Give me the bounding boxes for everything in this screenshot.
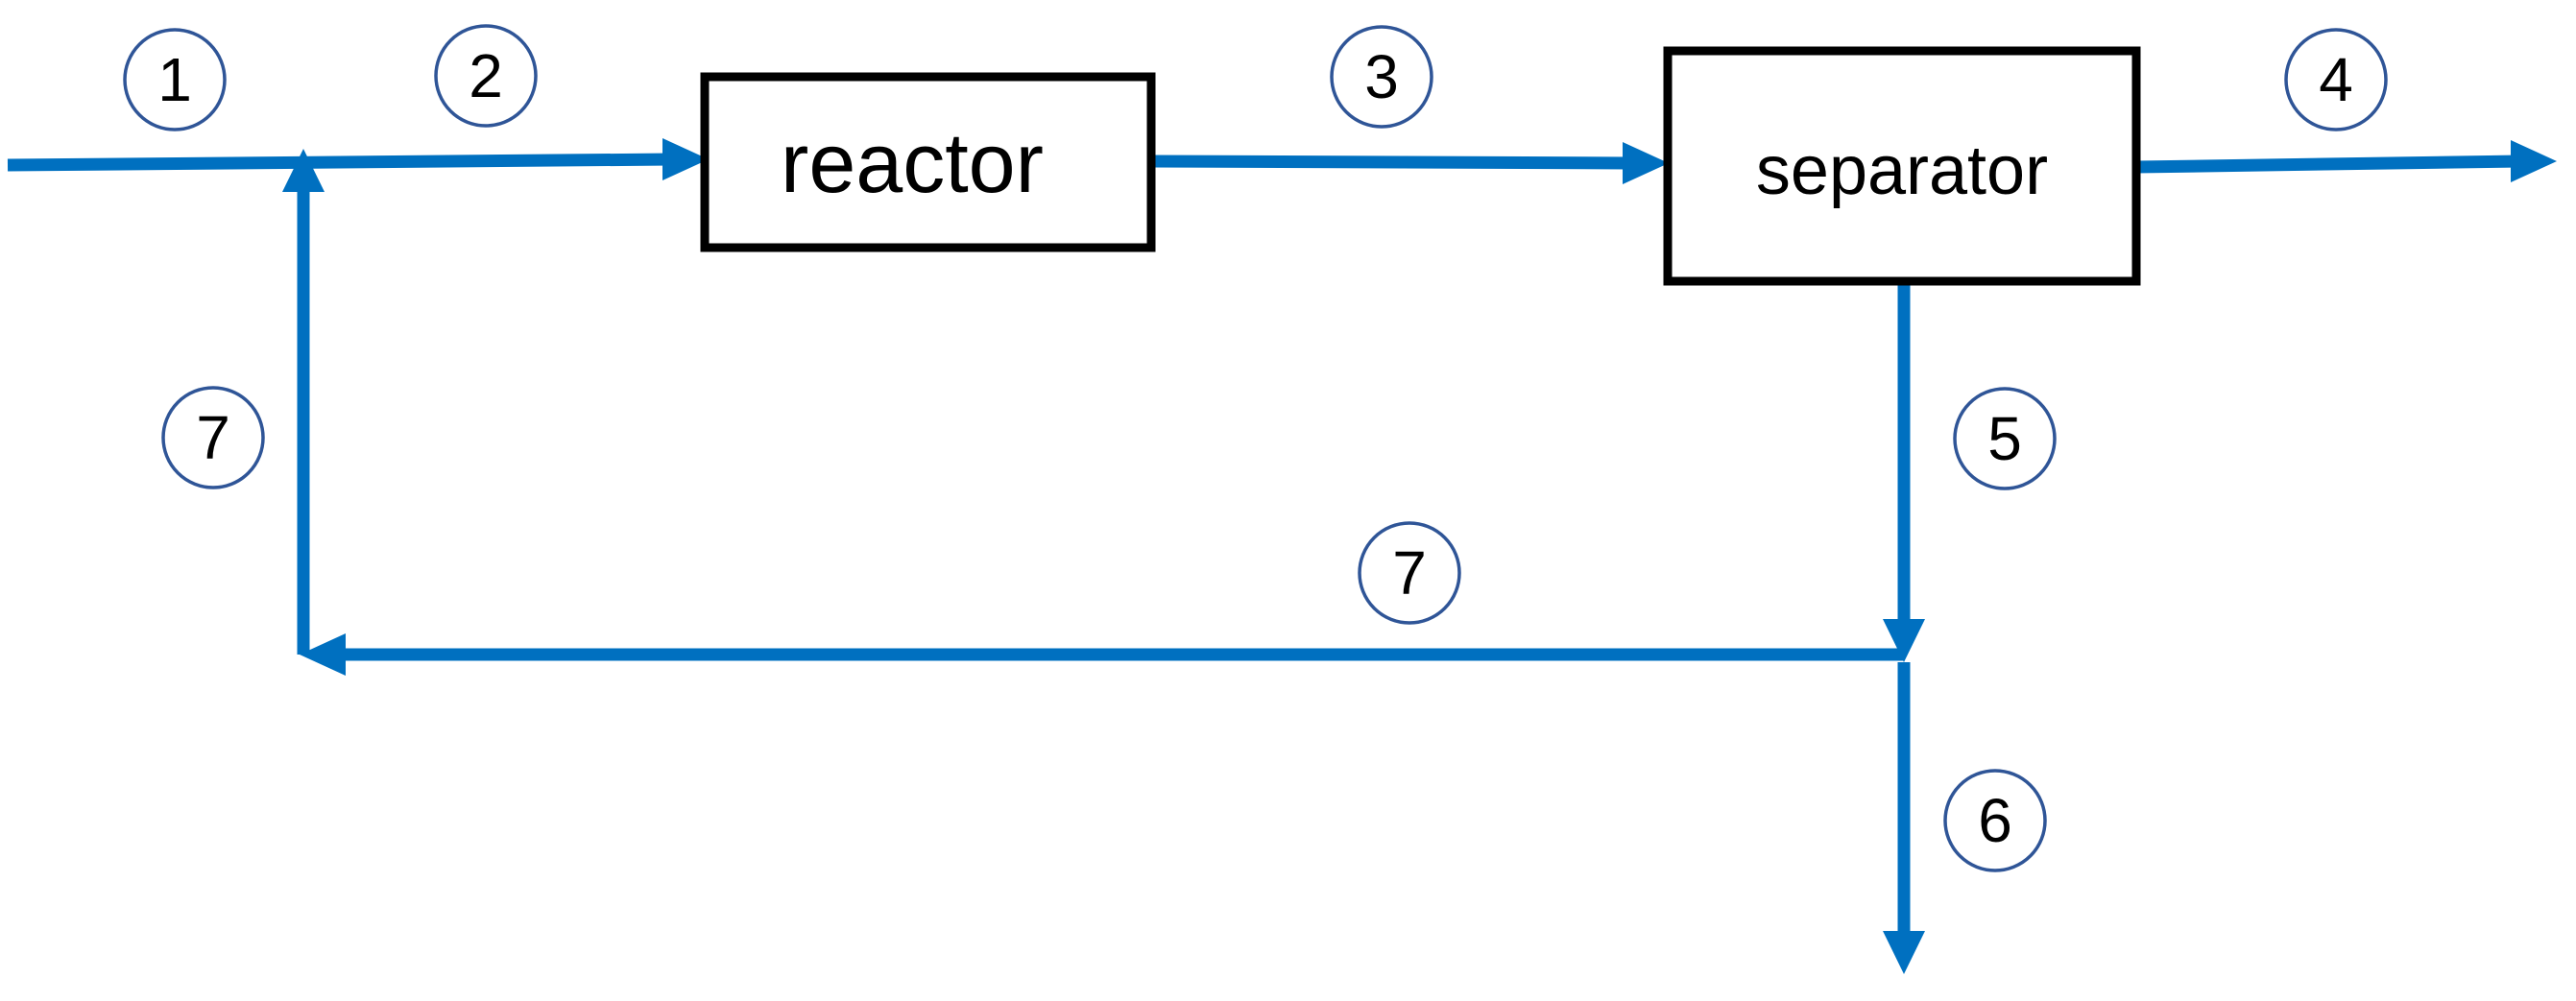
separator-label: separator [1756, 132, 2048, 209]
stream-badge-3: 3 [1330, 25, 1433, 129]
stream-badge-7-vertical: 7 [161, 386, 265, 489]
stream-badge-4-text: 4 [2319, 45, 2353, 114]
stream-badge-7-horizontal: 7 [1358, 521, 1461, 625]
stream-badge-1: 1 [123, 28, 227, 131]
stream-badge-5: 5 [1953, 387, 2057, 490]
stream-3-line [1151, 155, 1633, 170]
stream-1-2-line [7, 153, 673, 172]
stream-badge-1-text: 1 [157, 45, 192, 114]
stream-7-vertical-arrowhead [282, 149, 325, 192]
stream-badge-6-text: 6 [1978, 786, 2012, 855]
stream-4-line [2135, 155, 2521, 174]
stream-badge-2-text: 2 [469, 41, 503, 110]
stream-6-arrowhead [1883, 931, 1925, 974]
stream-badge-2: 2 [434, 24, 538, 128]
reactor-label: reactor [781, 115, 1044, 210]
stream-badge-5-text: 5 [1987, 404, 2022, 473]
separator-unit: separator [1663, 46, 2141, 286]
stream-badge-6: 6 [1943, 769, 2047, 872]
stream-badge-7-vertical-text: 7 [196, 403, 230, 472]
stream-3-arrowhead [1623, 142, 1669, 184]
stream-badge-3-text: 3 [1364, 42, 1399, 111]
stream-2-arrowhead [662, 138, 709, 180]
stream-badge-7-horizontal-text: 7 [1392, 538, 1427, 608]
stream-7-horizontal-arrowhead [300, 633, 346, 676]
stream-badge-4: 4 [2284, 28, 2388, 131]
stream-5-arrowhead [1883, 619, 1925, 662]
reactor-unit: reactor [700, 72, 1156, 252]
stream-4-arrowhead [2511, 140, 2557, 182]
